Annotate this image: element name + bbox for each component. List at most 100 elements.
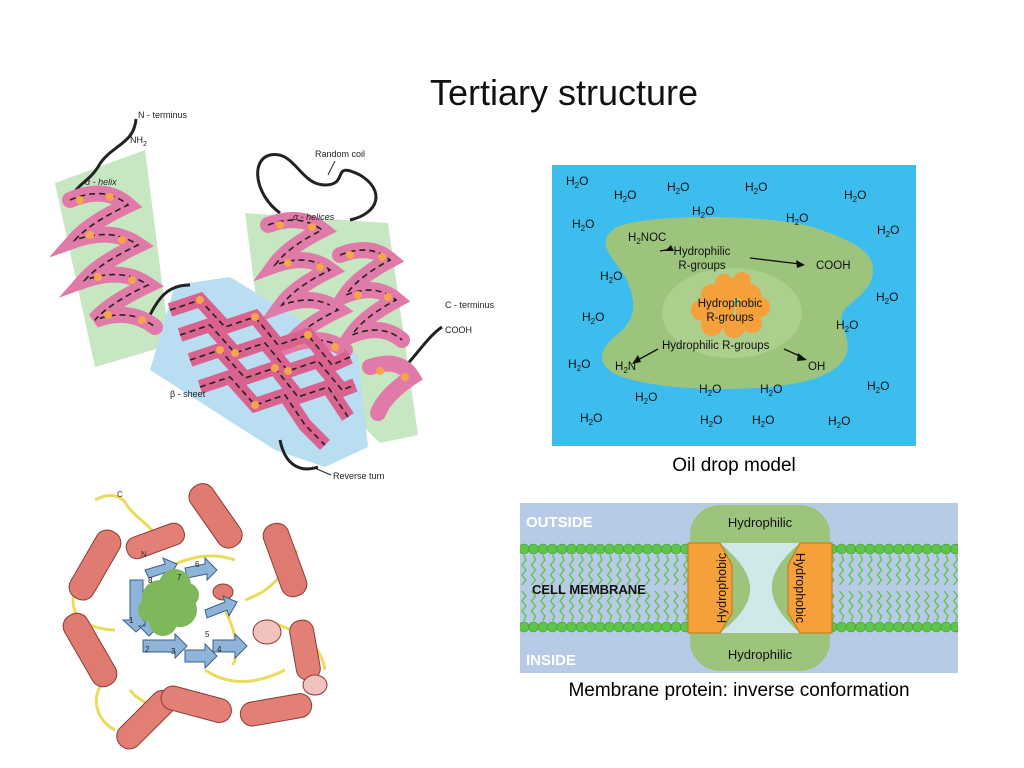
lipid-head — [537, 543, 549, 555]
lipid-head — [520, 621, 530, 633]
lipid-head — [874, 621, 885, 633]
green-ligand — [138, 569, 199, 636]
water-label: H2O — [877, 223, 899, 239]
lipid-head — [921, 621, 933, 633]
c-terminal-coil — [403, 325, 443, 368]
lipid-head — [883, 621, 895, 633]
lipid-head — [632, 621, 644, 633]
lipid-head — [893, 621, 904, 633]
beta-sheet-label: β - sheet — [170, 389, 206, 399]
reverse-turn-arrow — [311, 466, 332, 476]
hydrophilic-top-label: Hydrophilic — [728, 515, 793, 530]
hydrophobic-region-left — [687, 542, 733, 634]
lipid-head — [642, 621, 653, 633]
lipid-head — [623, 621, 634, 633]
water-label: H2O — [614, 188, 636, 204]
alpha-helix-label: α - helix — [85, 177, 117, 187]
water-label: H2O — [580, 411, 602, 427]
protein-channel — [720, 543, 800, 633]
water-label: H2O — [828, 414, 850, 430]
lipid-head — [874, 543, 885, 555]
oh-label: OH — [808, 361, 825, 373]
strand-number: 6 — [195, 560, 200, 569]
lipid-head — [547, 621, 558, 633]
water-label: H2O — [667, 180, 689, 196]
hydrophobic-core — [691, 272, 770, 338]
lipid-head — [556, 543, 568, 555]
h2noc-label: H2NOC — [628, 232, 666, 246]
oil-drop-caption: Oil drop model — [672, 455, 796, 476]
inside-label: INSIDE — [526, 652, 576, 669]
alpha-helix-cylinders — [62, 483, 328, 750]
h2n-label: H2N — [615, 361, 636, 375]
lipid-head — [864, 621, 876, 633]
lipid-head — [594, 543, 606, 555]
water-label: H2O — [745, 180, 767, 196]
water-label: H2O — [786, 211, 808, 227]
lipid-head — [940, 543, 952, 555]
tertiary-structure-diagram: N - terminus NH2 α - helix Random coil α… — [50, 110, 495, 481]
lipid-head — [845, 543, 857, 555]
lipid-head — [566, 621, 577, 633]
cooh-label: COOH — [816, 260, 851, 272]
strand-number: 1 — [129, 616, 134, 625]
lipid-head — [651, 543, 663, 555]
water-label: H2O — [844, 188, 866, 204]
random-coil-arrow — [327, 160, 336, 176]
hydrophobic-region-right — [787, 542, 833, 634]
lipid-head — [642, 543, 653, 555]
water-label: H2O — [692, 204, 714, 220]
arrow-right-top — [749, 257, 801, 265]
lipid-head — [661, 621, 672, 633]
reverse-turn-label: Reverse turn — [333, 471, 385, 481]
strand-number: 3 — [171, 647, 176, 656]
strand-number: 4 — [217, 645, 222, 654]
water-label: H2O — [867, 379, 889, 395]
lipid-head — [623, 543, 634, 555]
n-terminal-coil — [70, 118, 138, 196]
beta-sheet-strands — [167, 291, 358, 450]
lipid-head — [575, 621, 587, 633]
lipid-head — [950, 621, 958, 633]
water-label: H2O — [760, 382, 782, 398]
hydrophobic-label: Hydrophobic — [698, 298, 763, 310]
lipid-head — [883, 543, 895, 555]
lipid-head — [912, 543, 923, 555]
strand-number: 5 — [205, 630, 210, 639]
cell-membrane-label: CELL MEMBRANE — [532, 582, 646, 597]
lipid-head — [547, 543, 558, 555]
lipid-head — [940, 621, 952, 633]
hydrophobic-left-label: Hydrophobic — [715, 553, 729, 623]
hydrophilic-label: Hydrophilic — [674, 246, 731, 258]
lipid-head — [528, 543, 539, 555]
alpha-helices-label: α - helices — [293, 212, 335, 222]
lipid-head — [585, 621, 596, 633]
lipid-head — [604, 621, 615, 633]
lipid-head — [651, 621, 663, 633]
hydrophilic-r-groups-label: Hydrophilic R-groups — [662, 340, 770, 352]
n-terminus-label: N - terminus — [138, 110, 188, 120]
strand-number: 7 — [177, 573, 182, 582]
lipid-head — [836, 543, 847, 555]
lipid-head — [902, 543, 914, 555]
water-molecules: H2O H2O H2O H2O H2O H2O H2O H2O H2O H2O … — [566, 174, 899, 430]
water-label: H2O — [566, 174, 588, 190]
arrowhead — [797, 353, 807, 361]
lipid-head — [566, 543, 577, 555]
lipid-head — [670, 543, 682, 555]
lipid-head — [613, 621, 625, 633]
water-label: H2O — [600, 269, 622, 285]
arrowhead — [665, 245, 674, 251]
arrowhead — [796, 260, 805, 268]
random-coil-label: Random coil — [315, 149, 365, 159]
lipid-head — [902, 621, 914, 633]
lipid-head — [836, 621, 847, 633]
nh2-label: NH2 — [130, 135, 147, 148]
lipid-head — [912, 621, 923, 633]
lipid-head — [604, 543, 615, 555]
oil-drop-model: H2O H2O H2O H2O H2O H2O H2O H2O H2O H2O … — [552, 165, 916, 446]
alpha-helix-left — [50, 185, 164, 335]
water-label: H2O — [572, 217, 594, 233]
ribbon-protein-model: C N 1 2 3 4 5 6 7 8 — [62, 483, 328, 750]
water-label: H2O — [752, 413, 774, 429]
